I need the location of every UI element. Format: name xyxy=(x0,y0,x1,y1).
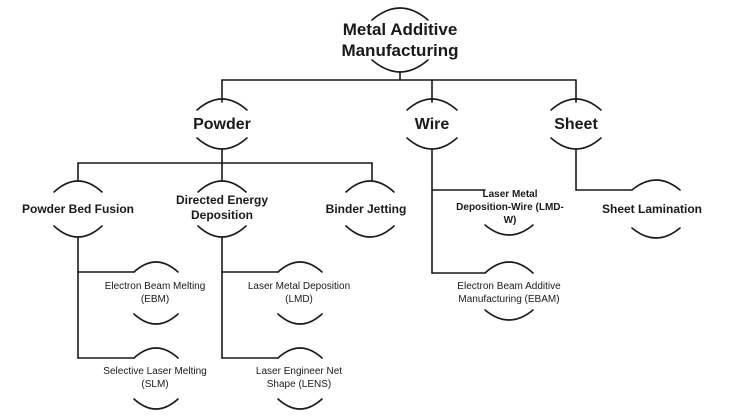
node-arc xyxy=(371,7,429,21)
lens-line-2: Shape (LENS) xyxy=(266,379,332,390)
node-arc xyxy=(53,225,103,238)
root-node-label: Metal Additive Manufacturing xyxy=(341,19,458,61)
node-arc xyxy=(406,98,458,111)
slm-line-2: (SLM) xyxy=(141,379,169,390)
ebm-line-2: (EBM) xyxy=(140,294,170,305)
lmdw-line-3: W) xyxy=(503,215,517,226)
node-arc xyxy=(484,224,534,236)
sheet-lamination-node: Sheet Lamination xyxy=(601,202,703,216)
lmdw-line-2: Deposition-Wire (LMD- xyxy=(456,202,564,213)
root-line-2: Manufacturing xyxy=(341,41,459,60)
node-arc xyxy=(631,179,681,191)
ebm-line-1: Electron Beam Melting xyxy=(104,281,206,292)
node-arc xyxy=(484,261,534,274)
node-arc xyxy=(631,227,681,239)
sheet-node: Sheet xyxy=(554,116,598,133)
ebam-node: Electron Beam Additive Manufacturing (EB… xyxy=(457,280,560,306)
lmd-line-1: Laser Metal Deposition xyxy=(247,281,351,292)
binder-jetting-node: Binder Jetting xyxy=(325,202,407,216)
ebam-line-1: Electron Beam Additive xyxy=(457,281,561,292)
node-arc xyxy=(197,180,247,193)
lens-node: Laser Engineer Net Shape (LENS) xyxy=(256,365,342,391)
node-arc xyxy=(277,313,323,325)
lmd-wire-node: Laser Metal Deposition-Wire (LMD- W) xyxy=(456,188,564,227)
node-arc xyxy=(197,225,247,238)
node-arc xyxy=(133,347,179,359)
node-arc xyxy=(53,180,103,193)
node-arc xyxy=(196,98,248,111)
powder-bed-fusion-node: Powder Bed Fusion xyxy=(21,202,135,216)
node-arc xyxy=(484,309,534,321)
lmd-node: Laser Metal Deposition (LMD) xyxy=(248,280,350,306)
slm-line-1: Selective Laser Melting xyxy=(103,366,207,377)
directed-energy-deposition-node: Directed Energy Deposition xyxy=(176,193,268,223)
node-arc xyxy=(371,59,429,73)
node-arc xyxy=(345,225,395,238)
node-arc xyxy=(406,137,458,150)
node-arc xyxy=(277,398,323,410)
node-arc xyxy=(277,261,323,273)
lens-line-1: Laser Engineer Net xyxy=(255,366,343,377)
ebm-node: Electron Beam Melting (EBM) xyxy=(105,280,206,306)
node-arc xyxy=(550,137,602,150)
ebam-line-2: Manufacturing (EBAM) xyxy=(458,294,560,305)
node-arc xyxy=(196,137,248,150)
node-arc xyxy=(133,261,179,273)
wire-node: Wire xyxy=(414,116,450,133)
ded-line-1: Directed Energy xyxy=(175,193,269,207)
node-arc xyxy=(133,398,179,410)
ded-line-2: Deposition xyxy=(190,208,253,222)
lmd-line-2: (LMD) xyxy=(285,294,313,305)
powder-node: Powder xyxy=(193,116,251,133)
lmdw-line-1: Laser Metal xyxy=(482,189,538,200)
node-arc xyxy=(345,180,395,193)
node-arc xyxy=(550,98,602,111)
node-arc xyxy=(277,347,323,359)
slm-node: Selective Laser Melting (SLM) xyxy=(103,365,206,391)
root-line-1: Metal Additive xyxy=(342,20,458,39)
node-arc xyxy=(133,313,179,325)
